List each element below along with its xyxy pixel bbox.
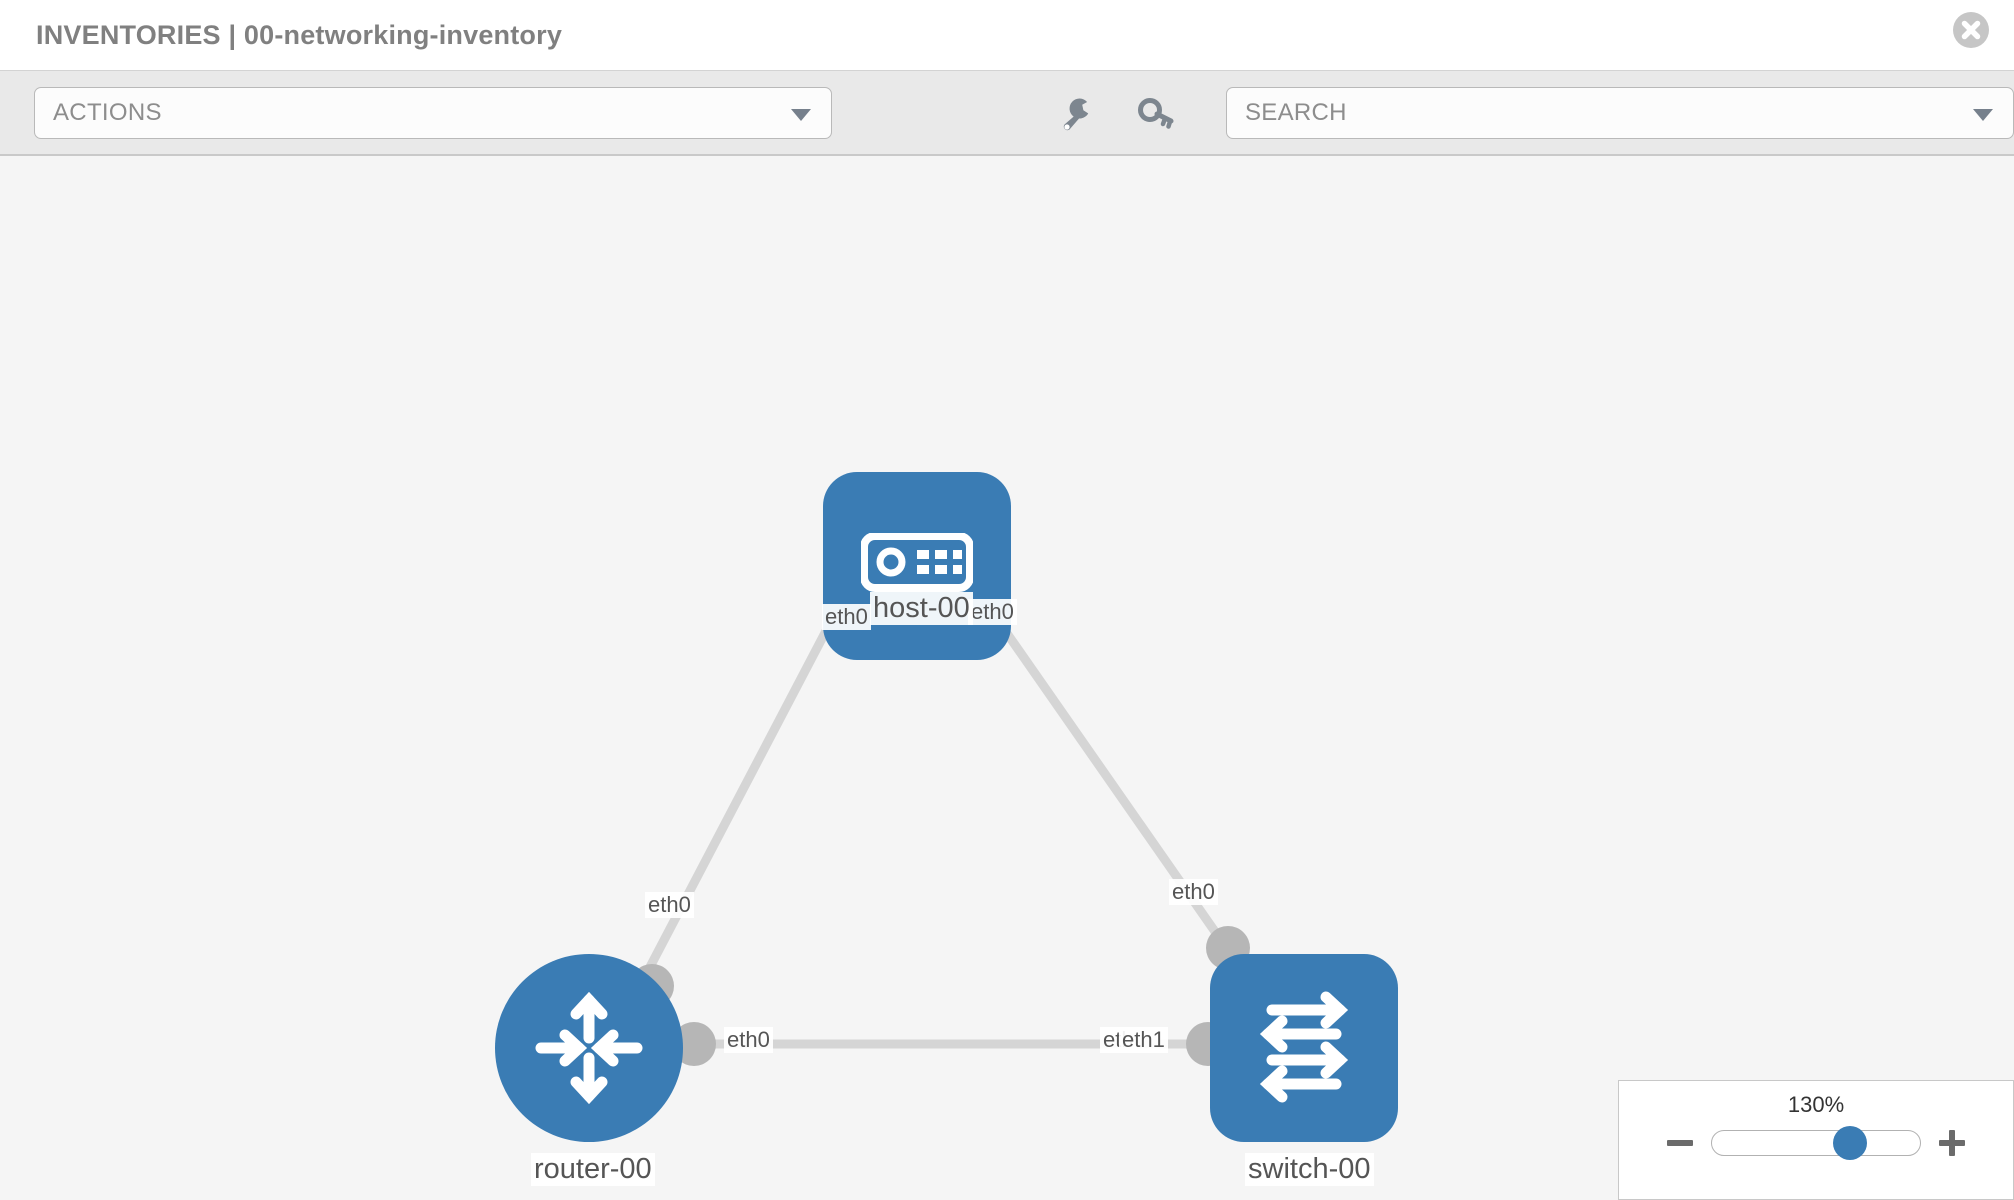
zoom-control-row [1619,1126,2013,1160]
node-label-host-00: host-00 [870,592,973,625]
node-label-router-00: router-00 [531,1153,655,1186]
minus-icon[interactable] [1665,1128,1695,1158]
iface-label-router-right-eth0: eth0 [724,1027,773,1053]
search-placeholder: SEARCH [1244,98,1347,126]
router-arrows-icon [535,991,643,1105]
chevron-down-icon [1973,108,1993,121]
actions-dropdown-label: ACTIONS [53,98,162,126]
topology-links [636,563,1236,1049]
node-label-switch-00: switch-00 [1245,1153,1374,1186]
key-icon[interactable] [1134,91,1178,135]
actions-dropdown[interactable]: ACTIONS [34,86,832,139]
iface-label-router-up-eth0: eth0 [645,892,694,918]
switch-arrows-icon [1259,991,1349,1103]
iface-label-host-left-eth0: eth0 [822,604,871,630]
page-title: INVENTORIES | 00-networking-inventory [36,19,563,50]
node-host-00[interactable] [823,472,1011,660]
node-switch-00-shape[interactable] [1210,954,1398,1142]
server-appliance-icon [861,533,973,592]
zoom-level-value: 130% [1787,1092,1845,1117]
topology-canvas[interactable]: eth0 eth0 host-00 [0,156,2014,1200]
zoom-slider[interactable] [1711,1126,1921,1160]
zoom-control-panel: 130% [1618,1080,2014,1200]
wrench-icon[interactable] [1054,91,1098,135]
node-host-00-shape[interactable] [823,472,1011,660]
iface-label-switch-up-eth0: eth0 [1169,879,1218,905]
plus-icon[interactable] [1937,1128,1967,1158]
page-header: INVENTORIES | 00-networking-inventory [0,0,2014,70]
node-router-00[interactable] [495,954,683,1142]
toolbar: ACTIONS SEARCH [0,70,2014,156]
search-input[interactable]: SEARCH [1225,86,2014,139]
chevron-down-icon [790,108,811,121]
zoom-slider-thumb[interactable] [1832,1126,1867,1160]
close-icon[interactable] [1950,9,1992,51]
toolbar-icon-group [1054,91,1178,135]
iface-label-host-right-eth0: eth0 [968,599,1017,625]
iface-label-switch-left-eth1: eth1 [1119,1027,1168,1053]
node-router-00-shape[interactable] [495,954,683,1142]
node-switch-00[interactable] [1210,954,1398,1142]
